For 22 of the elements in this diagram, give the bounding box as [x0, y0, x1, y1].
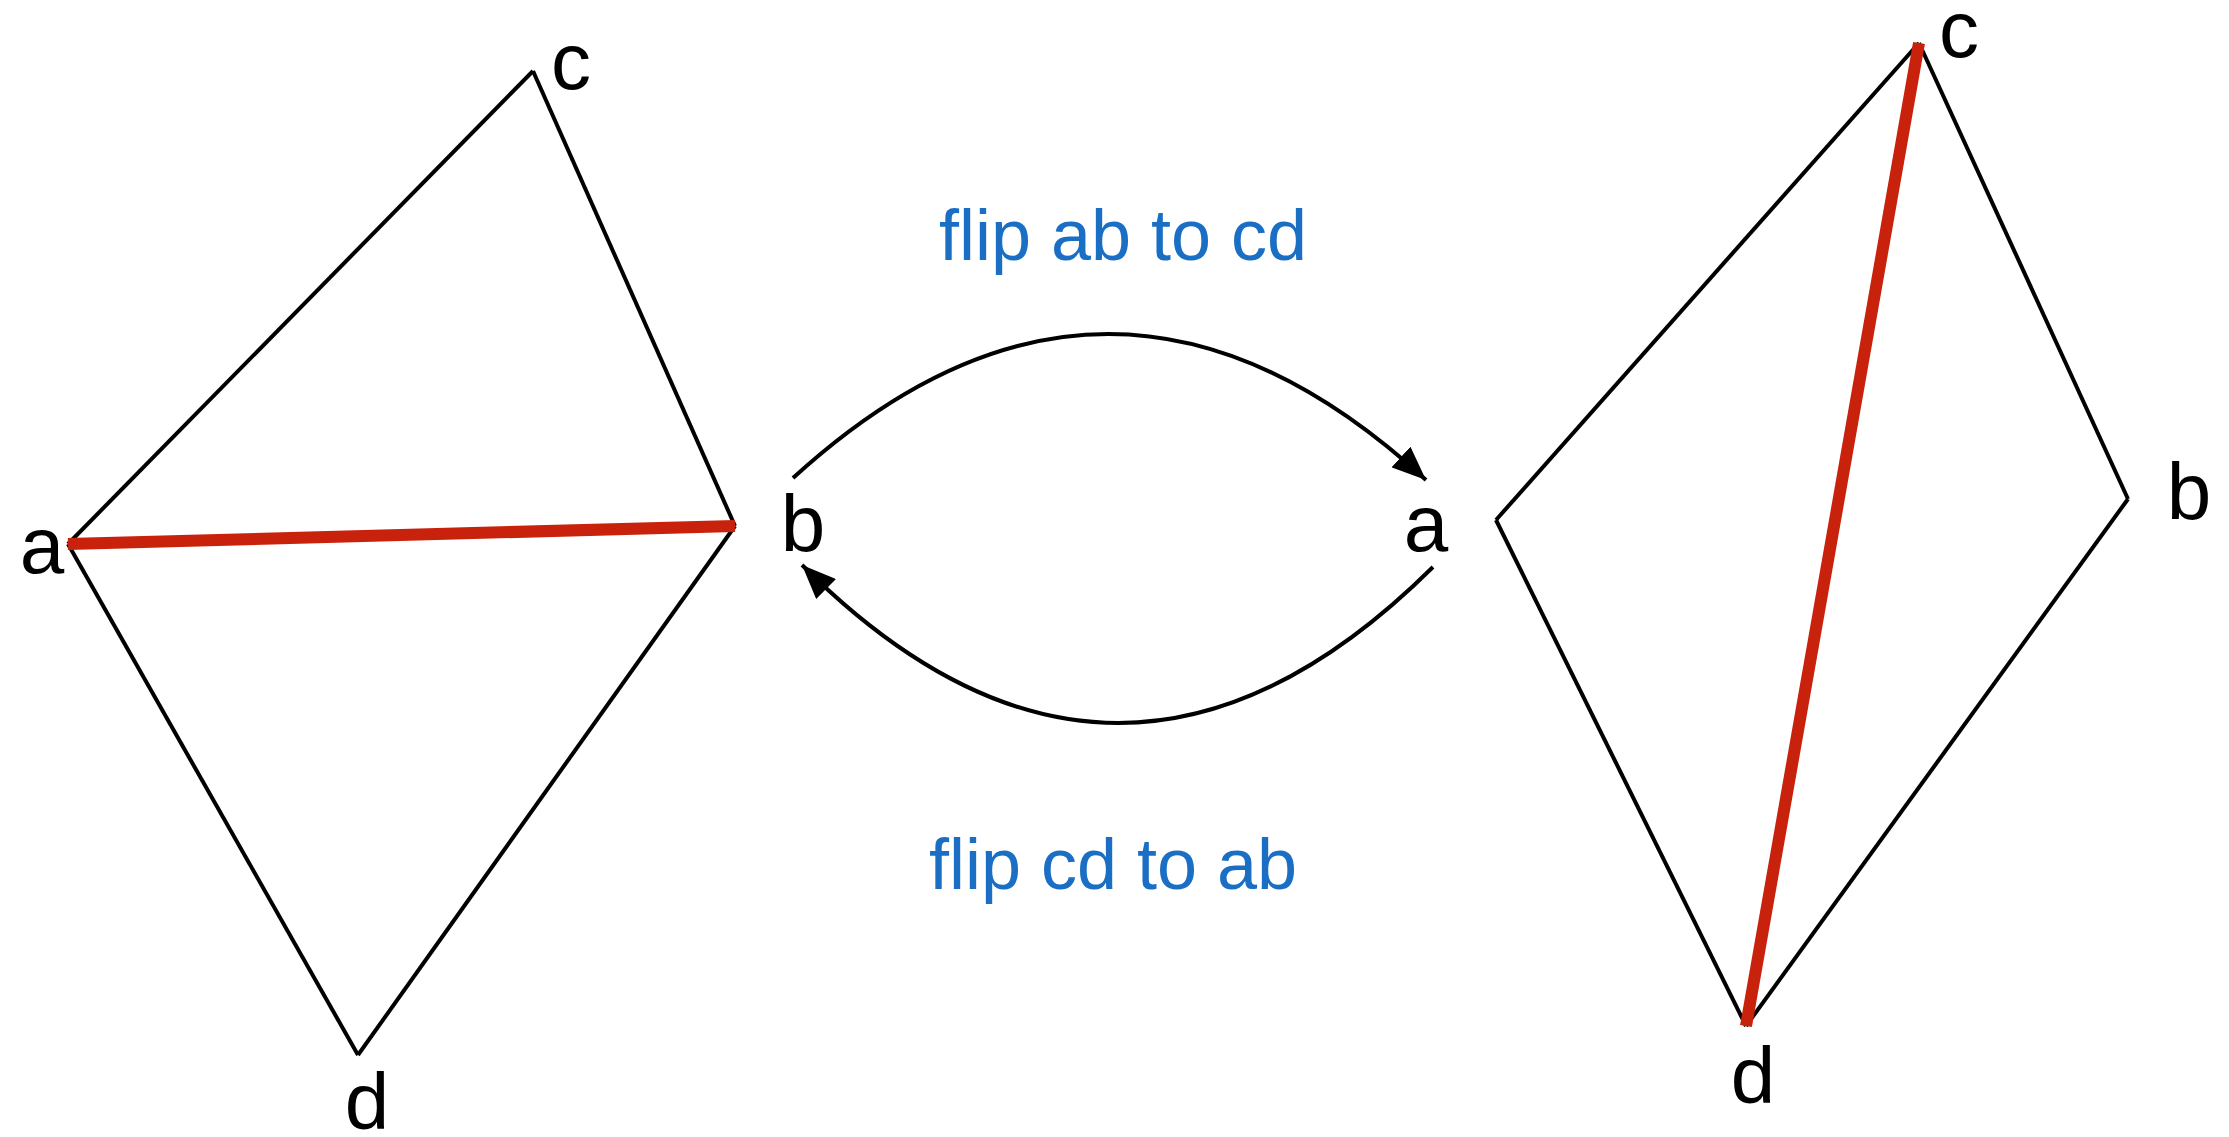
vertex-label: c — [547, 22, 595, 102]
polygon-side — [356, 524, 737, 1057]
vertex-label: c — [1935, 0, 1983, 70]
vertex-label: b — [779, 484, 827, 564]
curved-arrow — [800, 563, 1435, 725]
polygon-side — [531, 70, 737, 527]
polygon-side — [1494, 41, 1921, 522]
vertex-label: a — [18, 506, 66, 586]
polygon-side — [1917, 42, 2130, 500]
vertex-label: a — [1402, 484, 1450, 564]
polygon-side — [1494, 519, 1748, 1027]
polygon-side — [66, 69, 535, 546]
vertex-label: d — [343, 1062, 391, 1137]
highlighted-diagonal — [1740, 41, 1925, 1028]
edge-label: flip cd to ab — [928, 824, 1298, 904]
polygon-side — [1744, 497, 2130, 1028]
polygon-side — [66, 543, 360, 1056]
curved-arrow — [791, 332, 1428, 482]
highlighted-diagonal — [67, 520, 736, 550]
vertex-label: d — [1729, 1036, 1777, 1116]
vertex-label: b — [2165, 452, 2213, 532]
edge-label: flip ab to cd — [938, 195, 1308, 275]
